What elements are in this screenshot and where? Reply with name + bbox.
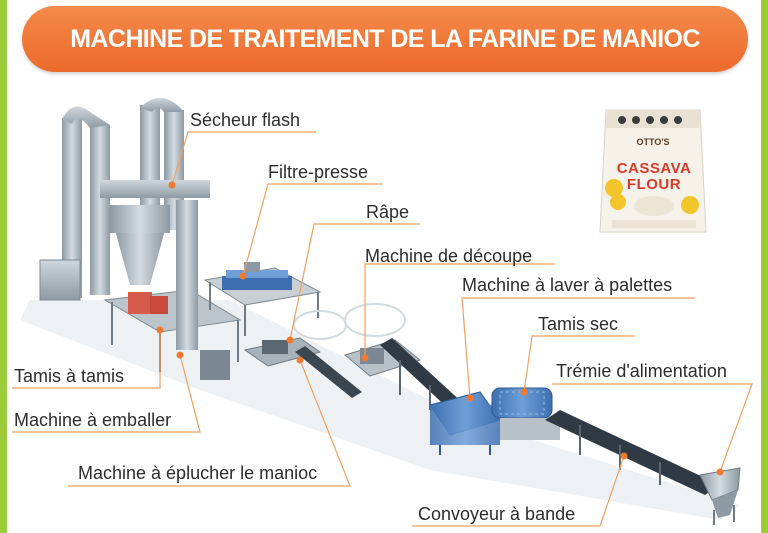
leader-lines	[12, 131, 753, 527]
leader-peeling	[68, 359, 351, 487]
label-flash-dryer: Sécheur flash	[190, 110, 301, 130]
flash-dryer	[39, 97, 230, 380]
leader-filter-press	[242, 183, 382, 277]
bag-product-name-line1: CASSAVA	[616, 160, 692, 177]
leader-belt-conveyor	[412, 455, 625, 527]
paddle-washer	[429, 391, 501, 455]
right-border	[761, 0, 768, 533]
cassava-flour-bag	[599, 109, 707, 233]
page-title: MACHINE DE TRAITEMENT DE LA FARINE DE MA…	[70, 24, 700, 53]
leader-dots	[156, 181, 724, 476]
left-border	[0, 0, 7, 533]
leader-sieve	[12, 330, 161, 389]
label-filter-press: Filtre-presse	[268, 162, 369, 182]
label-paddle-washer: Machine à laver à palettes	[462, 275, 673, 295]
bag-product-name-line2: FLOUR	[626, 176, 682, 193]
leader-cutting-machine	[364, 263, 555, 358]
grater	[243, 337, 322, 367]
label-grater: Râpe	[366, 202, 410, 222]
conveyor-grater	[295, 346, 362, 398]
leader-feed-hopper	[552, 383, 753, 473]
title-banner: MACHINE DE TRAITEMENT DE LA FARINE DE MA…	[22, 6, 748, 72]
label-packing-machine: Machine à emballer	[14, 410, 172, 430]
feed-hopper	[699, 467, 741, 525]
label-feed-hopper: Trémie d'alimentation	[556, 361, 727, 381]
leader-packing	[12, 354, 201, 433]
leader-dry-sieve	[523, 335, 635, 393]
leader-grater	[289, 223, 420, 341]
dry-sieve	[491, 387, 560, 440]
label-cutting-machine: Machine de découpe	[365, 246, 533, 266]
label-sieve: Tamis à tamis	[14, 366, 125, 386]
filter-press	[222, 262, 292, 290]
label-dry-sieve: Tamis sec	[538, 314, 619, 334]
label-peeling-machine: Machine à éplucher le manioc	[78, 463, 318, 483]
leader-paddle-washer	[461, 297, 695, 399]
bag-brand-label: OTTO'S	[636, 137, 670, 147]
leader-flash-dryer	[171, 131, 316, 186]
label-belt-conveyor: Convoyeur à bande	[418, 504, 576, 524]
